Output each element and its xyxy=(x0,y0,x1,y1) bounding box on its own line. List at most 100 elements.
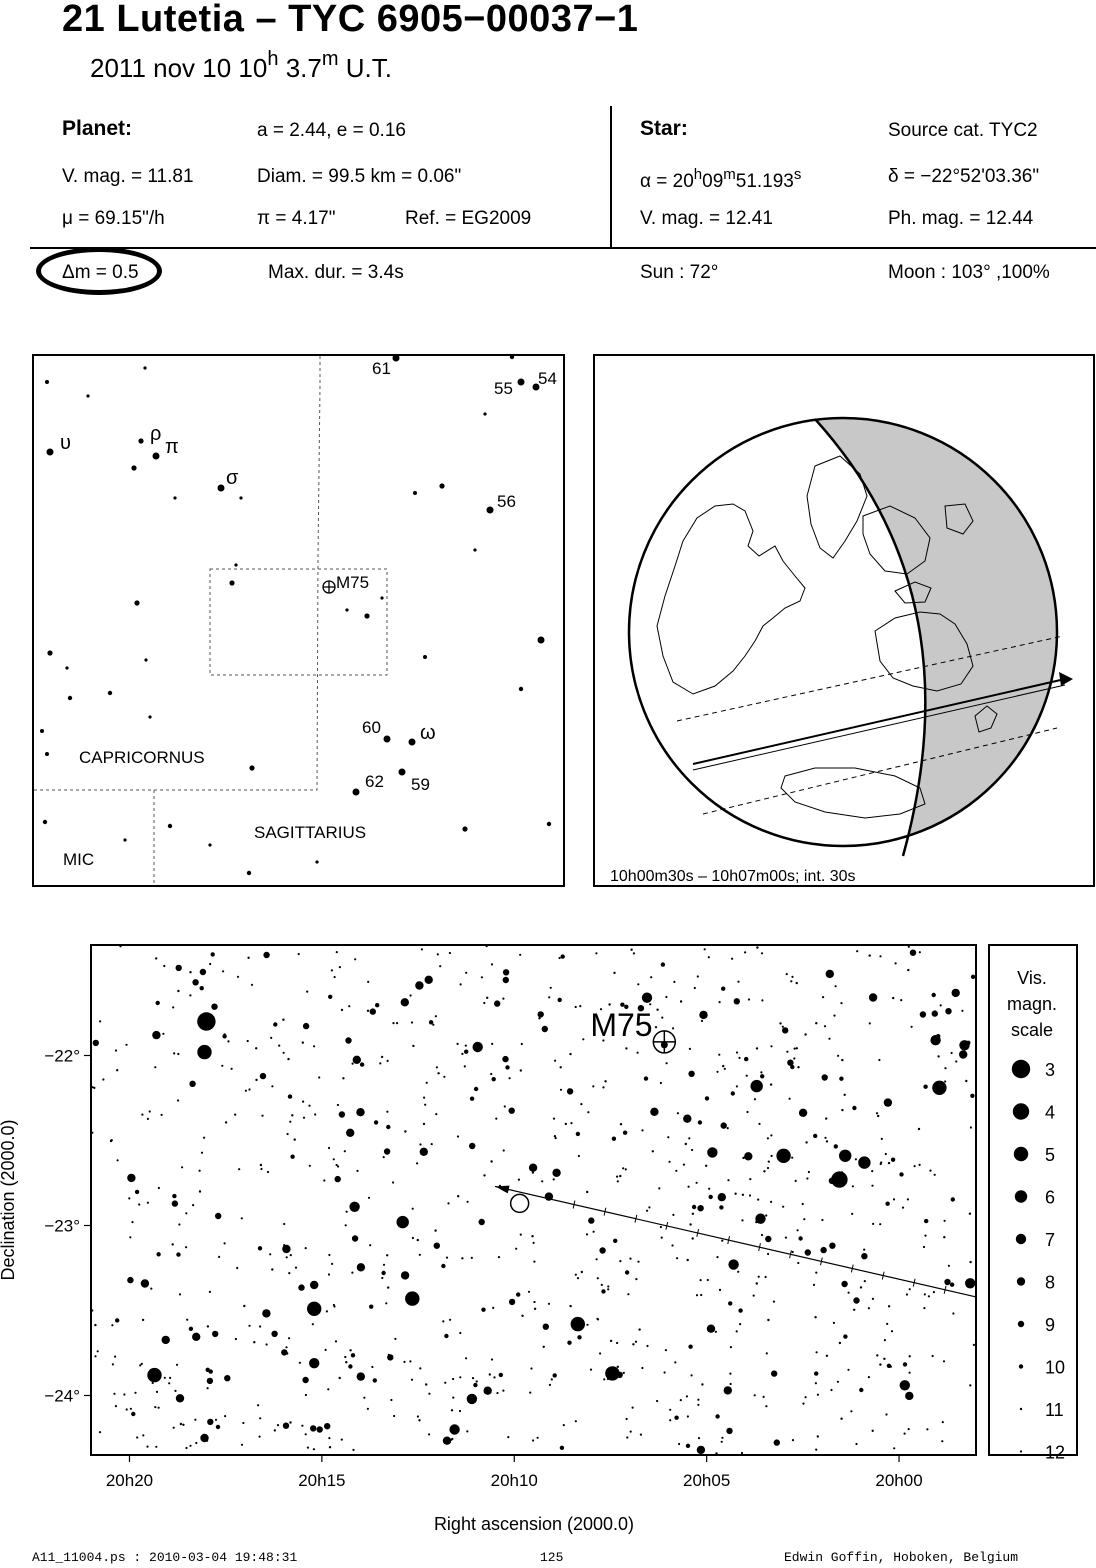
field-star xyxy=(444,1333,449,1339)
field-star xyxy=(833,1144,838,1149)
field-star xyxy=(932,1291,936,1294)
field-star xyxy=(291,1114,294,1117)
field-star xyxy=(834,985,837,988)
field-star xyxy=(651,1150,654,1153)
field-star xyxy=(890,1157,896,1162)
path-tick xyxy=(634,1214,638,1223)
field-star xyxy=(903,1432,906,1435)
field-star xyxy=(452,1396,455,1399)
field-star xyxy=(177,1099,180,1102)
field-star xyxy=(587,1111,590,1114)
field-star xyxy=(767,1160,770,1163)
field-star xyxy=(496,1391,499,1395)
bright-star xyxy=(959,1040,970,1051)
field-star xyxy=(720,1122,727,1129)
field-star xyxy=(203,1136,206,1139)
field-star xyxy=(340,1008,344,1012)
field-star xyxy=(741,1193,745,1196)
field-star xyxy=(961,1009,964,1012)
occultation-path xyxy=(676,635,1073,815)
field-star xyxy=(892,1198,896,1201)
field-star xyxy=(189,1080,196,1087)
field-star xyxy=(381,1270,386,1276)
field-star xyxy=(703,948,706,951)
field-star xyxy=(596,1277,599,1280)
field-star xyxy=(352,1055,361,1064)
field-star xyxy=(608,1003,611,1006)
field-star xyxy=(532,1241,535,1244)
field-star xyxy=(432,1023,435,1026)
field-star xyxy=(601,1289,606,1294)
field-star xyxy=(554,1137,557,1140)
field-star xyxy=(177,989,180,993)
field-star xyxy=(298,1361,301,1364)
field-star xyxy=(379,1062,382,1065)
bright-star xyxy=(641,992,653,1003)
field-star xyxy=(495,1117,498,1120)
field-star xyxy=(214,1418,218,1421)
field-star xyxy=(447,1202,450,1205)
field-star xyxy=(877,1114,880,1118)
field-star xyxy=(348,1005,351,1008)
field-star xyxy=(382,1156,385,1159)
field-star xyxy=(738,1056,741,1059)
footer-author: Edwin Goffin, Hoboken, Belgium xyxy=(784,1550,1019,1565)
field-star xyxy=(676,1112,680,1115)
field-star xyxy=(386,1124,391,1130)
field-star xyxy=(257,1404,260,1407)
field-star xyxy=(508,1077,511,1080)
field-star xyxy=(899,1172,904,1177)
field-star xyxy=(735,1051,739,1054)
finder-star xyxy=(246,870,252,876)
field-star xyxy=(821,1074,828,1081)
field-star xyxy=(908,1371,911,1374)
field-star xyxy=(749,1178,752,1181)
field-star xyxy=(855,1442,858,1446)
field-star xyxy=(175,964,182,972)
field-star xyxy=(643,1076,649,1081)
field-star xyxy=(586,1190,589,1194)
field-star xyxy=(892,996,895,1000)
path-tick xyxy=(572,1200,576,1209)
delta-magnitude: Δm = 0.5 xyxy=(62,262,139,283)
field-star xyxy=(770,1200,773,1203)
field-star xyxy=(944,1278,951,1286)
star-label-upsilon: υ xyxy=(60,432,71,454)
field-star xyxy=(847,1291,850,1294)
field-star xyxy=(141,1318,145,1322)
bright-star xyxy=(839,1149,852,1162)
field-star xyxy=(574,1273,577,1276)
field-star xyxy=(533,1307,537,1310)
field-star xyxy=(373,1120,379,1125)
field-star xyxy=(248,1088,251,1091)
field-star xyxy=(224,1415,227,1418)
field-star xyxy=(854,1158,858,1161)
finder-star xyxy=(131,465,137,471)
finder-star xyxy=(45,752,49,756)
planet-orbit: a = 2.44, e = 0.16 xyxy=(257,120,406,141)
field-star xyxy=(99,1020,102,1023)
field-star xyxy=(923,1307,926,1310)
field-star xyxy=(706,1278,709,1282)
field-star xyxy=(171,1200,179,1207)
field-star xyxy=(287,1094,293,1099)
field-star xyxy=(444,1381,447,1384)
field-star xyxy=(781,1025,784,1028)
field-star xyxy=(669,1419,672,1422)
finder-star xyxy=(42,819,48,825)
field-star xyxy=(520,1042,523,1046)
field-star xyxy=(281,1349,288,1356)
path-tick xyxy=(696,1228,700,1237)
field-star xyxy=(942,1360,946,1363)
field-star xyxy=(908,1355,911,1358)
field-star xyxy=(154,1066,157,1069)
scale-label: 5 xyxy=(1045,1145,1055,1165)
field-star xyxy=(114,1405,117,1408)
field-star xyxy=(622,1371,625,1374)
field-star xyxy=(415,981,424,990)
planet-reference: Ref. = EG2009 xyxy=(405,208,532,229)
field-star xyxy=(599,1352,602,1355)
field-star xyxy=(483,1174,486,1177)
field-star xyxy=(861,1253,868,1260)
